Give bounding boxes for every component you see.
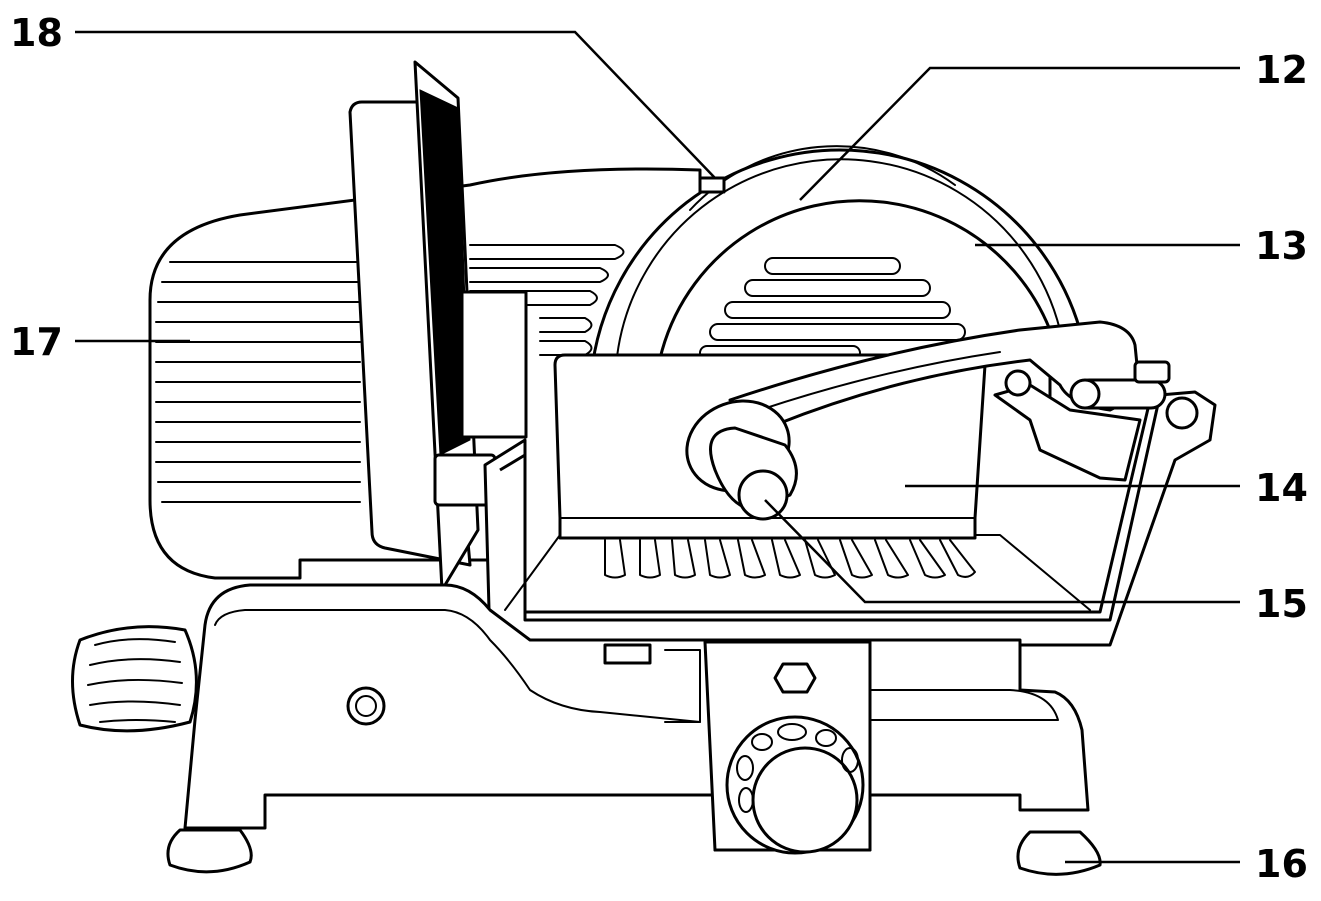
thickness-plate — [348, 60, 528, 592]
callout-15: 15 — [1255, 582, 1308, 626]
thickness-knob — [71, 625, 198, 733]
callout-labels: 18 12 13 17 14 15 16 — [10, 11, 1308, 886]
callout-14: 14 — [1255, 466, 1308, 510]
callout-18: 18 — [10, 11, 63, 55]
pusher-arm — [728, 320, 1171, 482]
motor-housing-fins — [155, 244, 625, 503]
callout-16: 16 — [1255, 842, 1308, 886]
blade-vents — [699, 257, 966, 361]
sharpener-notch — [698, 176, 726, 194]
tray-ribs — [604, 539, 976, 579]
feet — [166, 828, 1102, 876]
leader-lines — [75, 30, 1240, 864]
callout-12: 12 — [1255, 48, 1308, 92]
leader-15 — [764, 499, 1240, 604]
callout-17: 17 — [10, 320, 63, 364]
pusher-knob — [685, 399, 798, 521]
callout-13: 13 — [1255, 224, 1308, 268]
leader-18 — [75, 30, 716, 179]
leader-12 — [799, 66, 1240, 201]
blade-lock-knob — [725, 715, 865, 855]
